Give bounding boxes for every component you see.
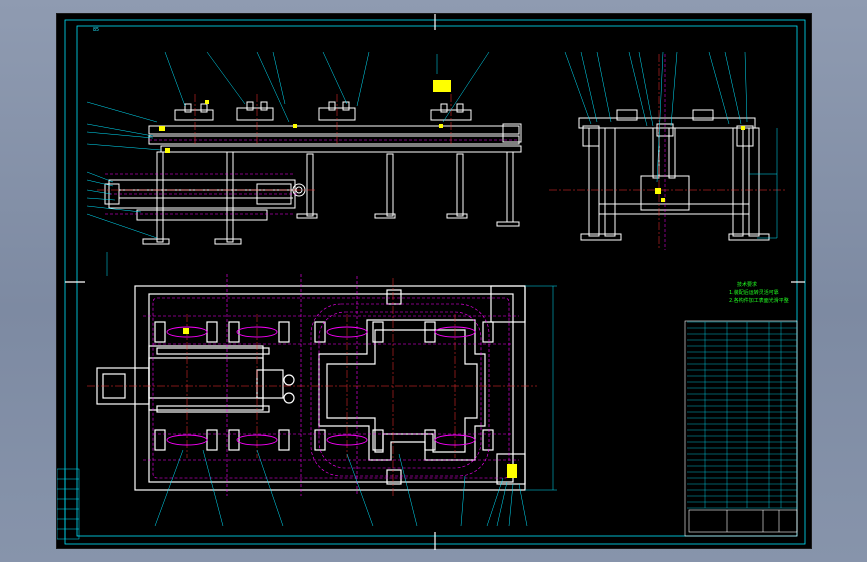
plan-view-center bbox=[87, 278, 537, 496]
front-view-center bbox=[97, 94, 452, 191]
frame-ticks bbox=[65, 14, 805, 550]
revision-table bbox=[57, 468, 80, 540]
side-view bbox=[578, 109, 770, 241]
parts-list-grid bbox=[687, 321, 797, 509]
notes-line-1: 1.装配后运转灵活可靠 bbox=[729, 290, 779, 296]
side-view-center bbox=[549, 54, 787, 250]
notes-title: 技术要求 bbox=[737, 282, 758, 288]
front-view bbox=[104, 101, 522, 245]
plan-view-highlights bbox=[183, 328, 517, 478]
side-view-leaders bbox=[564, 51, 778, 239]
plan-view-dimensions bbox=[525, 285, 557, 491]
plan-view-leaders bbox=[154, 449, 528, 527]
title-block bbox=[684, 320, 798, 537]
cad-drawing-viewport[interactable]: 技术要求 1.装配后运转灵活可靠 2.各构件加工表面光滑平整 85 bbox=[56, 13, 812, 550]
sheet-frame bbox=[64, 19, 806, 545]
plan-view-gripper-discs bbox=[166, 326, 476, 446]
notes-line-2: 2.各构件加工表面光滑平整 bbox=[729, 298, 789, 304]
front-view-leaders bbox=[86, 51, 490, 276]
front-view-hidden bbox=[105, 139, 519, 215]
front-view-highlights bbox=[159, 80, 451, 153]
drawing-canvas bbox=[57, 14, 806, 550]
side-view-highlights bbox=[655, 126, 745, 202]
sheet-mark: 85 bbox=[93, 27, 100, 33]
plan-view-hidden bbox=[143, 274, 519, 496]
